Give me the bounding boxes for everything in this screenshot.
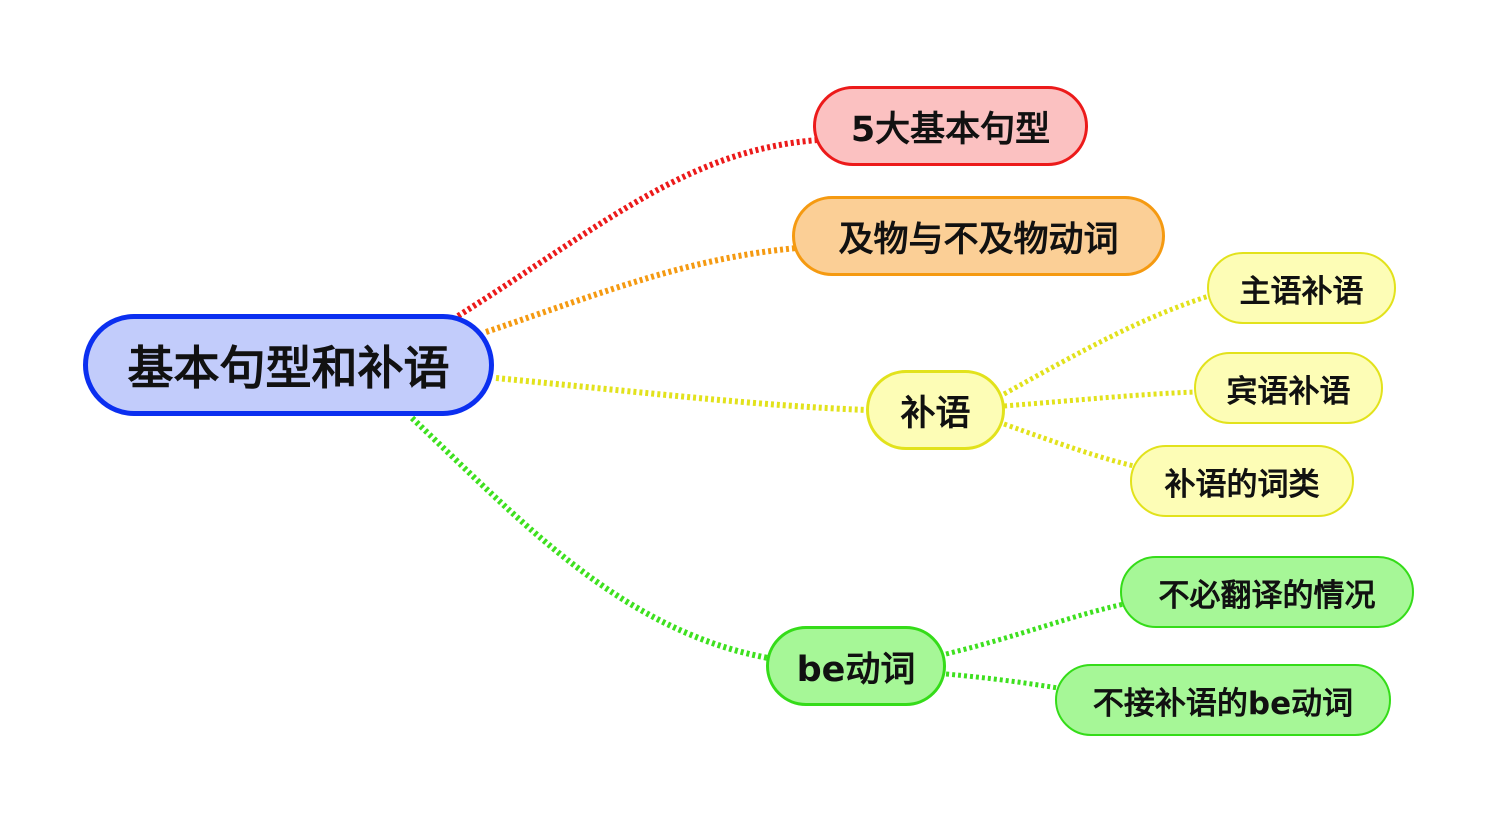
leaf-label: 不必翻译的情况: [1158, 577, 1376, 614]
branch-label: 补语: [900, 393, 971, 434]
connector-root-to-patterns: [456, 137, 819, 319]
connector-root-to-transitive: [485, 245, 798, 335]
connector-be-to-no-translation: [945, 601, 1125, 657]
branch-label: 及物与不及物动词: [838, 219, 1119, 260]
leaf-label: 补语的词类: [1164, 466, 1320, 503]
leaf-label: 主语补语: [1239, 273, 1364, 310]
connector-root-to-complement: [495, 375, 869, 413]
connector-complement-to-subject: [1002, 293, 1210, 397]
leaf-label: 不接补语的be动词: [1092, 685, 1354, 722]
root-node-label: 基本句型和补语: [127, 341, 450, 395]
branch-label: 5大基本句型: [850, 109, 1051, 150]
connector-root-to-be-verb: [409, 415, 769, 661]
branch-be-verb[interactable]: be动词: [766, 626, 946, 706]
connectors: [409, 137, 1210, 691]
leaf-subject-complement[interactable]: 主语补语: [1207, 252, 1396, 324]
leaf-label: 宾语补语: [1226, 373, 1351, 410]
leaf-cases-without-translation[interactable]: 不必翻译的情况: [1120, 556, 1414, 628]
connector-complement-to-object: [1003, 389, 1197, 409]
root-node[interactable]: 基本句型和补语: [83, 314, 494, 416]
branch-complement[interactable]: 补语: [866, 370, 1005, 450]
connector-be-to-no-complement: [945, 671, 1059, 691]
connector-complement-to-classes: [1003, 421, 1135, 469]
leaf-complement-word-classes[interactable]: 补语的词类: [1130, 445, 1354, 517]
leaf-object-complement[interactable]: 宾语补语: [1194, 352, 1383, 424]
branch-5-basic-sentence-patterns[interactable]: 5大基本句型: [813, 86, 1088, 166]
branch-label: be动词: [796, 649, 916, 690]
branch-transitive-intransitive-verbs[interactable]: 及物与不及物动词: [792, 196, 1165, 276]
leaf-be-verb-without-complement[interactable]: 不接补语的be动词: [1055, 664, 1391, 736]
